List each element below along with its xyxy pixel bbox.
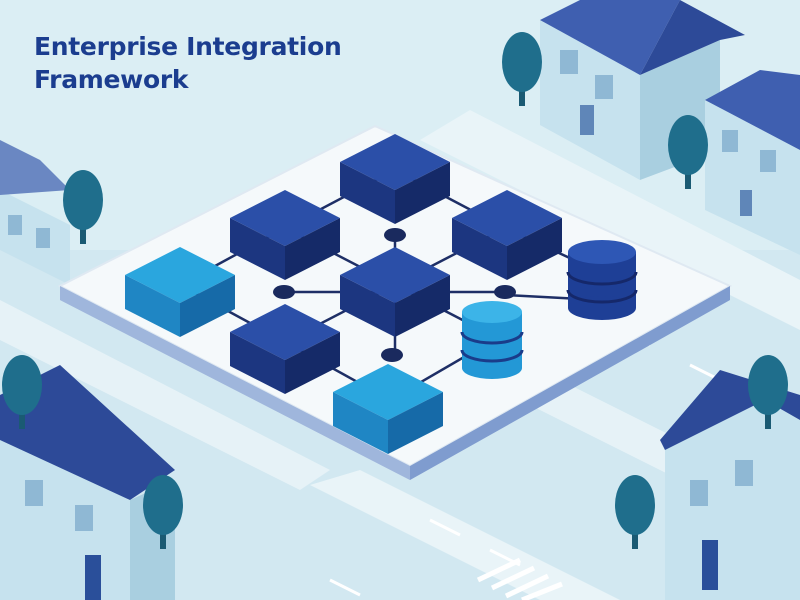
connector-node-icon [384,228,406,242]
page-title: Enterprise Integration Framework [34,30,342,96]
connector-nodes [273,228,516,362]
house-left [0,140,70,285]
connector-node-icon [494,285,516,299]
house-right [705,70,800,255]
database-cylinder-icon [566,240,638,320]
page-title-line-2: Framework [34,65,189,94]
connector-node-icon [381,348,403,362]
page-title-line-1: Enterprise Integration [34,32,342,61]
crosswalk [476,557,563,600]
database-cylinder-icon [460,301,524,379]
connector-node-icon [273,285,295,299]
